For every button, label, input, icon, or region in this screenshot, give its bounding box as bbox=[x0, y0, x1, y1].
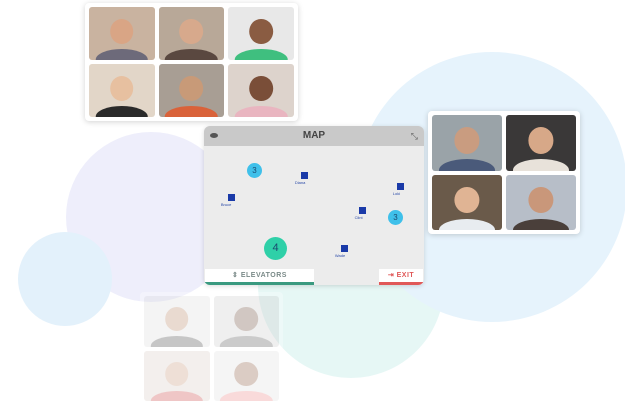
group-count: 3 bbox=[393, 213, 398, 222]
map-panel: MAP ⤡ 3 3 4 Bruce Diana Loki Clint Wade … bbox=[204, 126, 424, 285]
bg-circle-blue-small bbox=[18, 232, 112, 326]
participant-video[interactable] bbox=[506, 115, 576, 171]
elevator-updown-icon: ⇕ bbox=[232, 272, 241, 279]
person-label: Clint bbox=[354, 215, 363, 220]
map-title: MAP bbox=[302, 130, 326, 141]
exit-door-icon: ⇥ bbox=[387, 272, 397, 279]
group-bubble[interactable]: 4 bbox=[264, 237, 287, 260]
exit-label: EXIT bbox=[396, 272, 415, 279]
person-marker[interactable] bbox=[341, 245, 348, 252]
group-count: 4 bbox=[272, 242, 279, 254]
participant-video[interactable] bbox=[228, 7, 294, 60]
group-bubble[interactable]: 3 bbox=[388, 210, 403, 225]
participant-video[interactable] bbox=[144, 296, 210, 347]
participant-video[interactable] bbox=[506, 174, 576, 230]
participant-video[interactable] bbox=[228, 64, 294, 117]
participant-video[interactable] bbox=[213, 350, 279, 401]
elevators-button[interactable]: ⇕ ELEVATORS bbox=[205, 269, 314, 285]
person-marker[interactable] bbox=[228, 194, 235, 201]
eye-icon[interactable] bbox=[210, 133, 218, 138]
participant-video[interactable] bbox=[432, 174, 502, 230]
participant-video[interactable] bbox=[89, 7, 155, 60]
video-grid-faded bbox=[140, 292, 283, 405]
person-label: Diana bbox=[294, 180, 306, 185]
exit-button[interactable]: ⇥ EXIT bbox=[379, 269, 423, 285]
participant-video[interactable] bbox=[158, 64, 225, 117]
person-marker[interactable] bbox=[359, 207, 366, 214]
participant-video[interactable] bbox=[89, 64, 155, 117]
elevators-label: ELEVATORS bbox=[240, 272, 287, 279]
person-label: Wade bbox=[334, 253, 346, 258]
person-label: Loki bbox=[392, 191, 401, 196]
participant-video[interactable] bbox=[432, 115, 502, 171]
participant-video[interactable] bbox=[213, 296, 279, 347]
video-grid-right bbox=[428, 111, 580, 234]
person-marker[interactable] bbox=[301, 172, 308, 179]
collapse-icon[interactable]: ⤡ bbox=[410, 131, 418, 141]
group-count: 3 bbox=[252, 166, 257, 175]
video-grid-top bbox=[85, 3, 298, 121]
person-label: Bruce bbox=[220, 202, 232, 207]
participant-video[interactable] bbox=[158, 7, 225, 60]
group-bubble[interactable]: 3 bbox=[247, 163, 262, 178]
person-marker[interactable] bbox=[397, 183, 404, 190]
participant-video[interactable] bbox=[144, 350, 210, 401]
map-header: MAP ⤡ bbox=[204, 126, 424, 146]
